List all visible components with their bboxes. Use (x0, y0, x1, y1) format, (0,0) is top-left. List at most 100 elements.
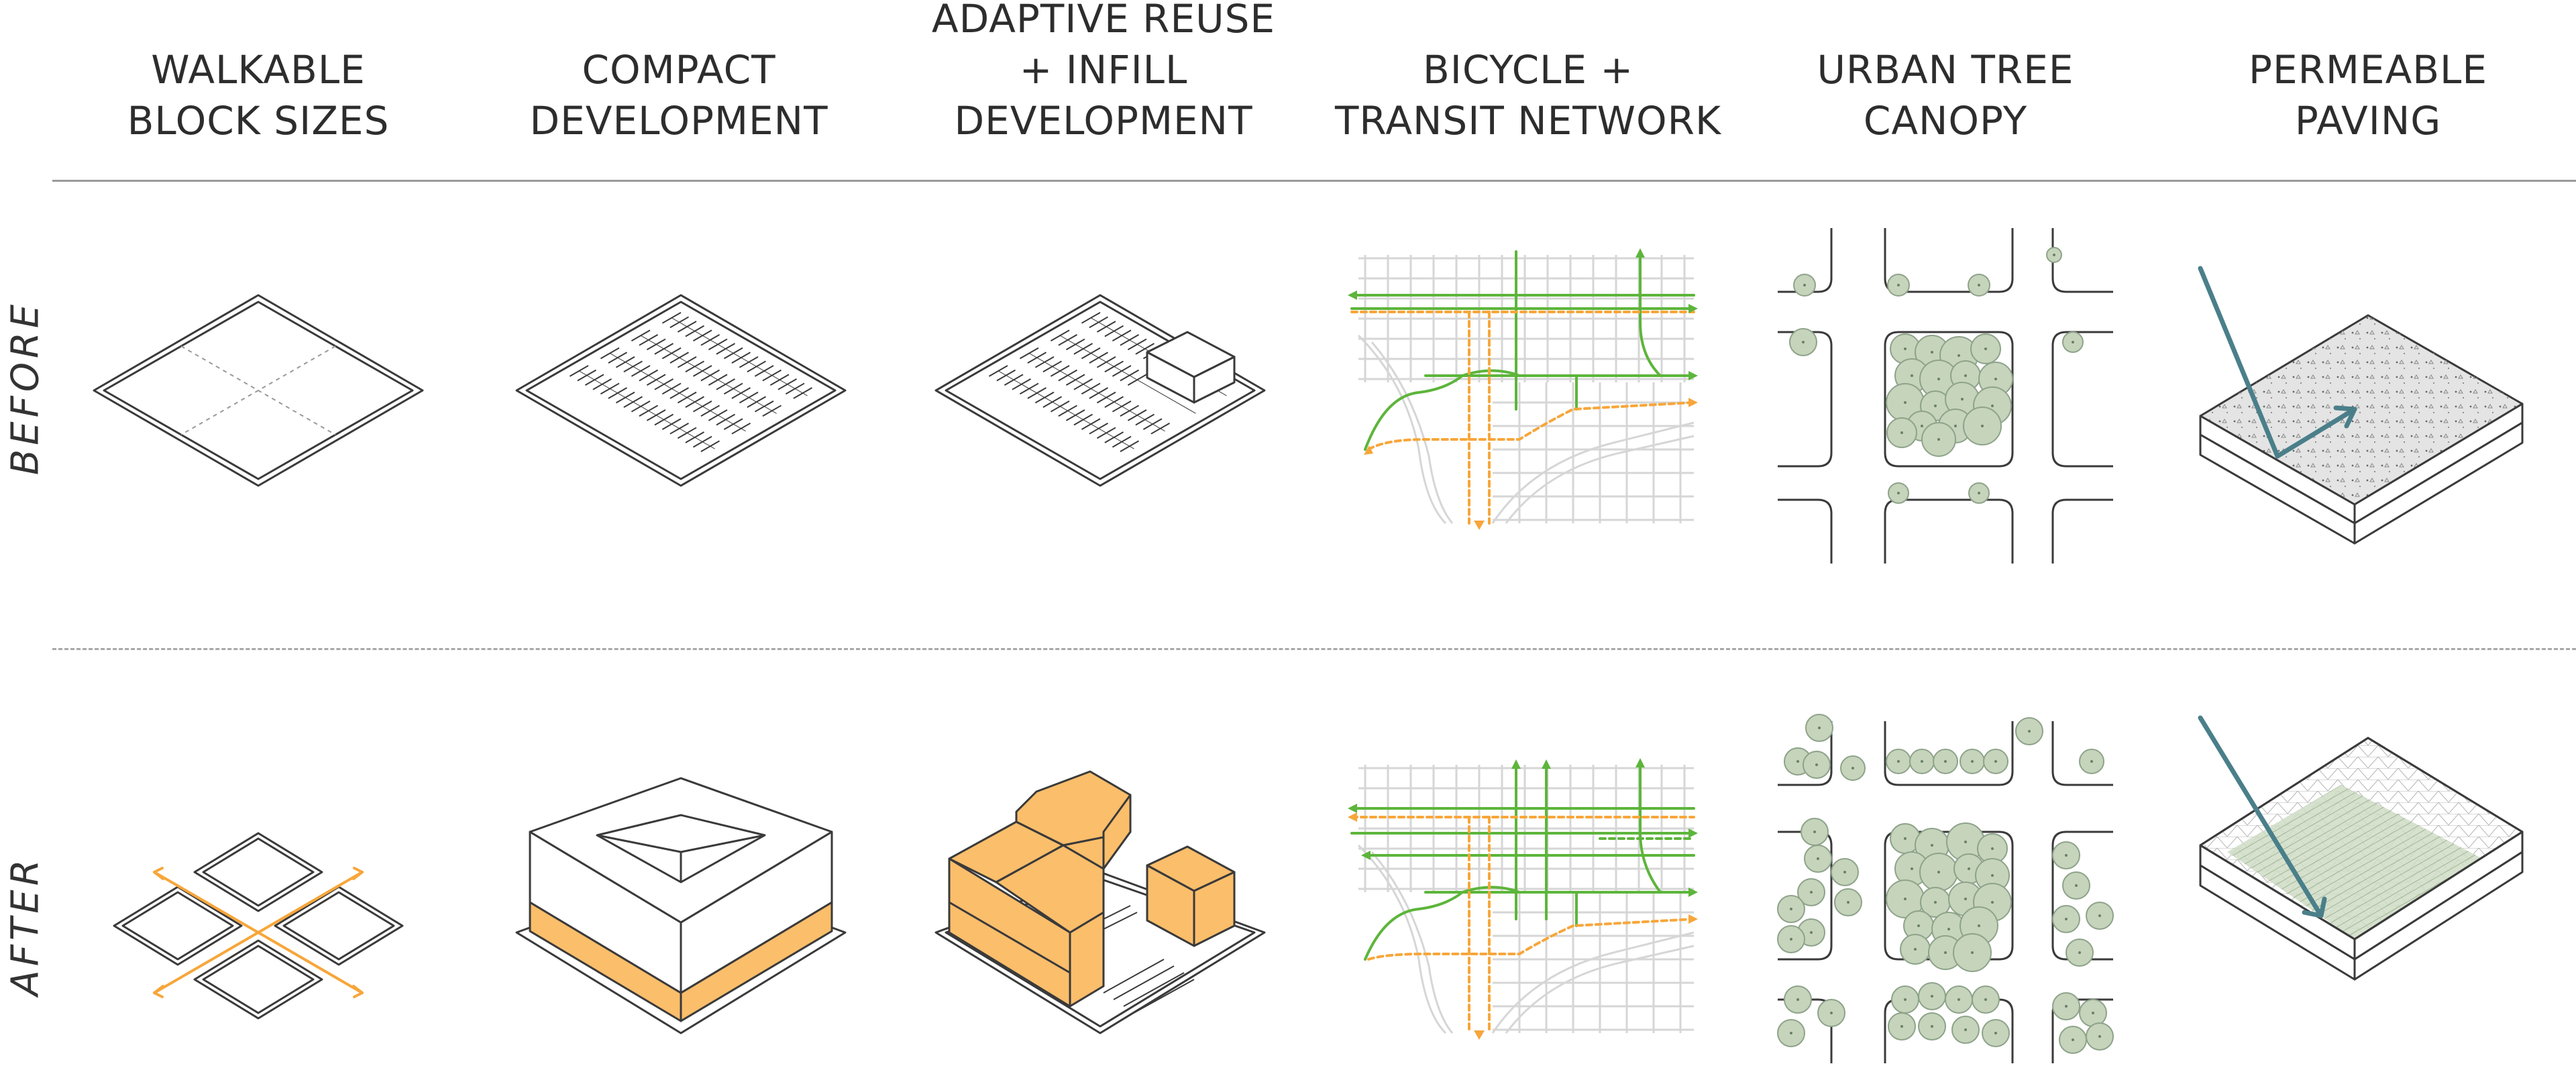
tree-trunk (1937, 871, 1940, 873)
block (193, 939, 323, 1020)
tree-trunk (2065, 854, 2068, 857)
tree-trunk (1931, 1025, 1933, 1028)
block (113, 886, 243, 966)
tree-trunk (1904, 998, 1907, 1001)
tree-trunk (1991, 901, 1994, 904)
column-header-walkable-line: WALKABLE (151, 47, 366, 93)
column-header-compact-line: COMPACT (582, 47, 776, 93)
tree-trunk (2090, 760, 2093, 763)
tree-trunk (1984, 348, 1987, 350)
column-header-compact: COMPACT DEVELOPMENT (471, 0, 887, 146)
tree-trunk (1964, 1028, 1967, 1031)
tree-trunk (2065, 1005, 2068, 1008)
block-inner (121, 891, 234, 961)
tree-trunk (1847, 901, 1849, 904)
tree-trunk (1897, 492, 1900, 494)
column-header-paving-line: PERMEABLE (2248, 47, 2488, 93)
tree-trunk (1921, 760, 1923, 763)
tree-trunk (1937, 438, 1940, 441)
bicycle-after-illustration (1348, 758, 1698, 1040)
tree-trunk (1931, 351, 1933, 354)
tree-trunk (1790, 1032, 1792, 1034)
column-header-bicycle-line: BICYCLE + (1422, 47, 1634, 93)
column-header-bicycle: BICYCLE +TRANSIT NETWORK (1320, 0, 1736, 146)
tree-trunk (1796, 760, 1799, 763)
tree-trunk (1934, 405, 1937, 407)
tree-trunk (2098, 1035, 2101, 1038)
tree-trunk (1817, 857, 1819, 860)
tree-trunk (1964, 898, 1967, 900)
tree-trunk (1917, 924, 1920, 927)
tree-trunk (1978, 924, 1980, 927)
tree-trunk (1984, 998, 1987, 1001)
compact-before-illustration (515, 294, 847, 487)
column-header-compact-line: DEVELOPMENT (529, 98, 828, 144)
header-divider (52, 180, 2576, 182)
adaptive-before-illustration (934, 294, 1266, 487)
adaptive-after-illustration (934, 770, 1266, 1034)
tree-trunk (1957, 998, 1960, 1001)
tree-trunk (1904, 348, 1907, 350)
tree-trunk (2092, 1012, 2094, 1014)
tree-trunk (2072, 341, 2074, 343)
tree-trunk (1994, 378, 1997, 380)
column-header-walkable: WALKABLE BLOCK SIZES (50, 0, 466, 146)
tree-trunk (1790, 908, 1792, 910)
tree-trunk (1964, 374, 1967, 377)
tree-trunk (1904, 837, 1907, 840)
column-header-canopy-line: URBAN TREE (1817, 47, 2074, 93)
tree-trunk (1934, 901, 1937, 904)
tree-trunk (1813, 831, 1816, 833)
block-inner (282, 891, 395, 961)
tree-trunk (2075, 884, 2078, 887)
paving-after-illustration (2198, 715, 2524, 981)
block-inner (202, 837, 315, 907)
tree-trunk (1897, 760, 1900, 763)
paving-before-illustration (2198, 266, 2524, 545)
tree-trunk (1815, 763, 1818, 766)
tree-trunk (1944, 951, 1947, 954)
tree-trunk (1937, 378, 1940, 380)
tree-trunk (1991, 847, 1994, 850)
block (193, 832, 323, 912)
tree-trunk (1921, 425, 1923, 427)
row-label-after-text: AFTER (3, 855, 48, 996)
tree-trunk (1900, 1025, 1903, 1028)
tree-trunk (1818, 727, 1821, 729)
tree-trunk (1904, 898, 1907, 900)
canopy-before-illustration (1778, 228, 2113, 564)
tree-trunk (1802, 341, 1805, 343)
tree-trunk (1830, 1012, 1833, 1014)
block (274, 886, 404, 966)
tree-trunk (1897, 284, 1900, 286)
tree-trunk (1911, 374, 1913, 377)
tree-trunk (2065, 918, 2068, 920)
tree-trunk (1803, 284, 1806, 286)
canopy-after-illustration (1777, 714, 2114, 1063)
tree-trunk (1900, 431, 1903, 434)
tree-trunk (1961, 398, 1964, 400)
tree-trunk (1911, 867, 1913, 870)
bicycle-before-illustration (1348, 248, 1698, 530)
tree-trunk (1981, 425, 1984, 427)
compact-after-illustration (515, 777, 847, 1034)
tree-trunk (1790, 938, 1792, 941)
walkable-before-illustration (93, 294, 424, 487)
column-header-paving: PERMEABLE PAVING (2160, 0, 2576, 146)
tree-trunk (1931, 844, 1933, 847)
tree-trunk (1954, 425, 1957, 427)
tree-trunk (1947, 928, 1950, 930)
column-header-walkable-line: BLOCK SIZES (127, 98, 390, 144)
tree-trunk (1991, 874, 1994, 877)
tree-trunk (1971, 951, 1974, 954)
tree-trunk (1978, 492, 1980, 494)
tree-trunk (1810, 891, 1813, 894)
tree-trunk (1971, 760, 1974, 763)
tree-trunk (1968, 867, 1970, 870)
row-label-before-text: BEFORE (3, 300, 48, 476)
column-header-paving-line: PAVING (2294, 98, 2442, 144)
walkable-after-illustration (113, 832, 404, 1020)
tree-trunk (2028, 730, 2031, 733)
